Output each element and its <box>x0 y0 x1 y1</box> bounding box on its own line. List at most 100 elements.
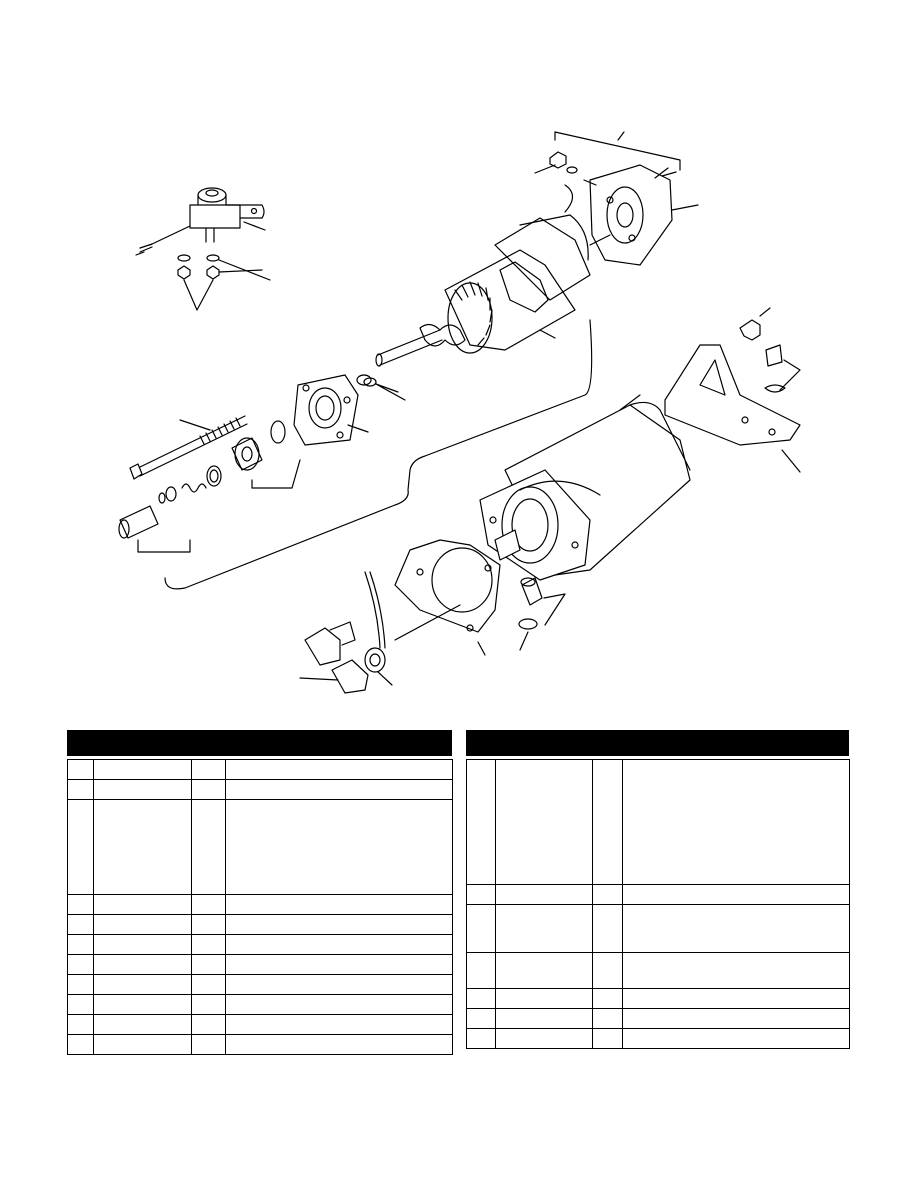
armature <box>375 249 576 367</box>
cell-description <box>225 799 453 895</box>
table-row <box>67 799 453 895</box>
cell-qty <box>191 954 226 975</box>
cell-qty <box>191 779 226 800</box>
cell-part-no <box>93 994 192 1015</box>
solenoid-assembly <box>135 187 266 256</box>
cell-item <box>67 799 94 895</box>
cell-description <box>225 779 453 800</box>
group-brace-mid <box>251 459 301 489</box>
table-row <box>67 974 453 995</box>
cell-qty <box>191 914 226 935</box>
drive-end-plate <box>293 374 369 446</box>
table-row <box>466 1028 850 1049</box>
cell-part-no <box>495 904 593 953</box>
cell-description <box>225 1034 453 1055</box>
mounting-bracket-right <box>664 307 801 473</box>
cell-part-no <box>495 952 593 989</box>
cell-qty <box>592 1008 623 1029</box>
cell-qty <box>592 904 623 953</box>
cell-item <box>466 884 496 905</box>
cell-part-no <box>495 759 593 885</box>
cell-qty <box>592 988 623 1009</box>
cell-item <box>466 1028 496 1049</box>
table-row <box>67 914 453 935</box>
table-row <box>67 894 453 915</box>
cell-description <box>622 952 850 989</box>
group-brace-large <box>164 319 593 590</box>
starter-motor-exploded-diagram <box>118 131 801 694</box>
table-row <box>67 1034 453 1055</box>
assembled-starter-motor <box>479 394 691 581</box>
cell-item <box>67 779 94 800</box>
cell-item <box>67 914 94 935</box>
cell-part-no <box>93 894 192 915</box>
table-row <box>466 988 850 1009</box>
table-row <box>466 904 850 953</box>
cell-part-no <box>93 914 192 935</box>
parts-table-left <box>67 759 453 1055</box>
cell-item <box>67 1034 94 1055</box>
cell-description <box>622 759 850 885</box>
parts-table-right-body <box>466 759 850 1049</box>
drive-components <box>118 420 286 539</box>
cell-qty <box>191 934 226 955</box>
table-row <box>67 934 453 955</box>
cell-qty <box>592 884 623 905</box>
table-row <box>466 952 850 989</box>
cell-description <box>225 934 453 955</box>
cell-description <box>622 904 850 953</box>
cell-part-no <box>93 954 192 975</box>
cell-qty <box>191 759 226 780</box>
table-row <box>466 759 850 885</box>
parts-table-left-body <box>67 759 453 1055</box>
table-row <box>67 779 453 800</box>
cell-description <box>622 1028 850 1049</box>
cell-item <box>67 934 94 955</box>
group-brace-left <box>137 539 191 553</box>
cell-description <box>225 994 453 1015</box>
mounting-plate <box>394 539 501 656</box>
cell-qty <box>191 894 226 915</box>
cell-part-no <box>93 1014 192 1035</box>
through-bolt <box>129 415 248 480</box>
cell-part-no <box>93 759 192 780</box>
cell-description <box>622 884 850 905</box>
cell-part-no <box>93 934 192 955</box>
cell-qty <box>191 974 226 995</box>
parts-table-right-header <box>466 730 849 756</box>
cell-qty <box>592 1028 623 1049</box>
end-cap-assembly <box>534 131 699 266</box>
cell-item <box>67 894 94 915</box>
table-row <box>466 1008 850 1029</box>
cell-part-no <box>93 779 192 800</box>
cable-and-bolts <box>299 571 393 694</box>
cell-qty <box>191 1014 226 1035</box>
cell-qty <box>191 1034 226 1055</box>
cell-item <box>67 954 94 975</box>
cell-description <box>225 914 453 935</box>
cell-item <box>466 952 496 989</box>
cell-description <box>225 1014 453 1035</box>
cell-item <box>466 988 496 1009</box>
cell-part-no <box>495 1008 593 1029</box>
cell-qty <box>592 952 623 989</box>
cell-description <box>225 974 453 995</box>
table-row <box>466 884 850 905</box>
table-row <box>67 759 453 780</box>
cell-item <box>466 1008 496 1029</box>
cell-item <box>466 759 496 885</box>
cell-part-no <box>93 799 192 895</box>
cell-part-no <box>495 1028 593 1049</box>
cell-description <box>622 988 850 1009</box>
cell-part-no <box>93 974 192 995</box>
cell-description <box>225 954 453 975</box>
table-row <box>67 954 453 975</box>
cell-item <box>67 974 94 995</box>
cell-item <box>466 904 496 953</box>
cell-part-no <box>93 1034 192 1055</box>
motor-frame-housing <box>494 214 591 301</box>
cell-part-no <box>495 988 593 1009</box>
mounting-screw-washer <box>518 577 566 651</box>
cell-description <box>622 1008 850 1029</box>
solenoid-nuts-washers <box>177 254 271 311</box>
